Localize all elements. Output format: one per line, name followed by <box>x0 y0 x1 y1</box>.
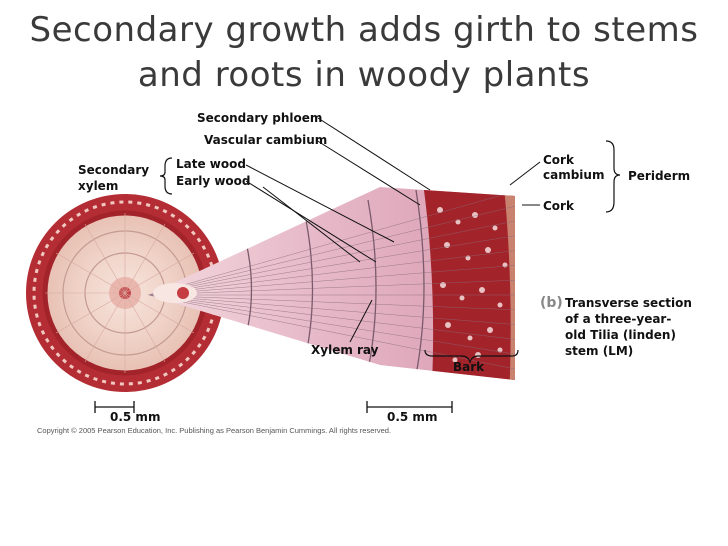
panel-letter: (b) <box>540 295 563 311</box>
label-vascular-cambium: Vascular cambium <box>204 133 328 147</box>
scale-label-right: 0.5 mm <box>387 410 438 424</box>
wedge-pith-dot <box>177 287 189 299</box>
label-cork: Cork <box>543 199 574 213</box>
copyright-notice: Copyright © 2005 Pearson Education, Inc.… <box>37 426 392 435</box>
label-cork-cambium-line1: Cork <box>543 153 574 167</box>
scale-bars <box>94 401 453 413</box>
wedge-pith <box>153 283 197 303</box>
label-secondary-xylem-line1: Secondary <box>78 163 150 177</box>
enlarged-wedge <box>148 187 515 380</box>
wedge-rays <box>148 189 515 371</box>
label-secondary-xylem-line2: xylem <box>78 179 119 193</box>
wedge-bark <box>418 187 515 380</box>
label-secondary-phloem: Secondary phloem <box>197 111 323 125</box>
label-periderm: Periderm <box>628 169 691 183</box>
caption-line-2: of a three-year- <box>565 312 672 326</box>
label-xylem-ray: Xylem ray <box>311 343 379 357</box>
periderm-bracket <box>605 140 621 213</box>
scale-label-left: 0.5 mm <box>110 410 161 424</box>
label-early-wood: Early wood <box>176 174 251 188</box>
label-late-wood: Late wood <box>176 157 246 171</box>
caption-line-1: Transverse section <box>565 296 692 310</box>
leader-lines <box>245 117 541 343</box>
stem-rays <box>45 213 195 373</box>
label-cork-cambium-line2: cambium <box>543 168 605 182</box>
secondary-xylem-bracket <box>159 157 173 195</box>
wedge-wood <box>148 187 515 380</box>
caption-line-3: old Tilia (linden) <box>565 328 676 342</box>
caption-line-4: stem (LM) <box>565 344 634 358</box>
slide-title-line-1: Secondary growth adds girth to stems <box>29 10 699 50</box>
label-bark: Bark <box>453 360 485 374</box>
slide-title-line-2: and roots in woody plants <box>137 55 591 95</box>
wedge-cork <box>500 187 515 380</box>
brackets <box>159 140 621 364</box>
bark-bracket <box>424 349 519 364</box>
